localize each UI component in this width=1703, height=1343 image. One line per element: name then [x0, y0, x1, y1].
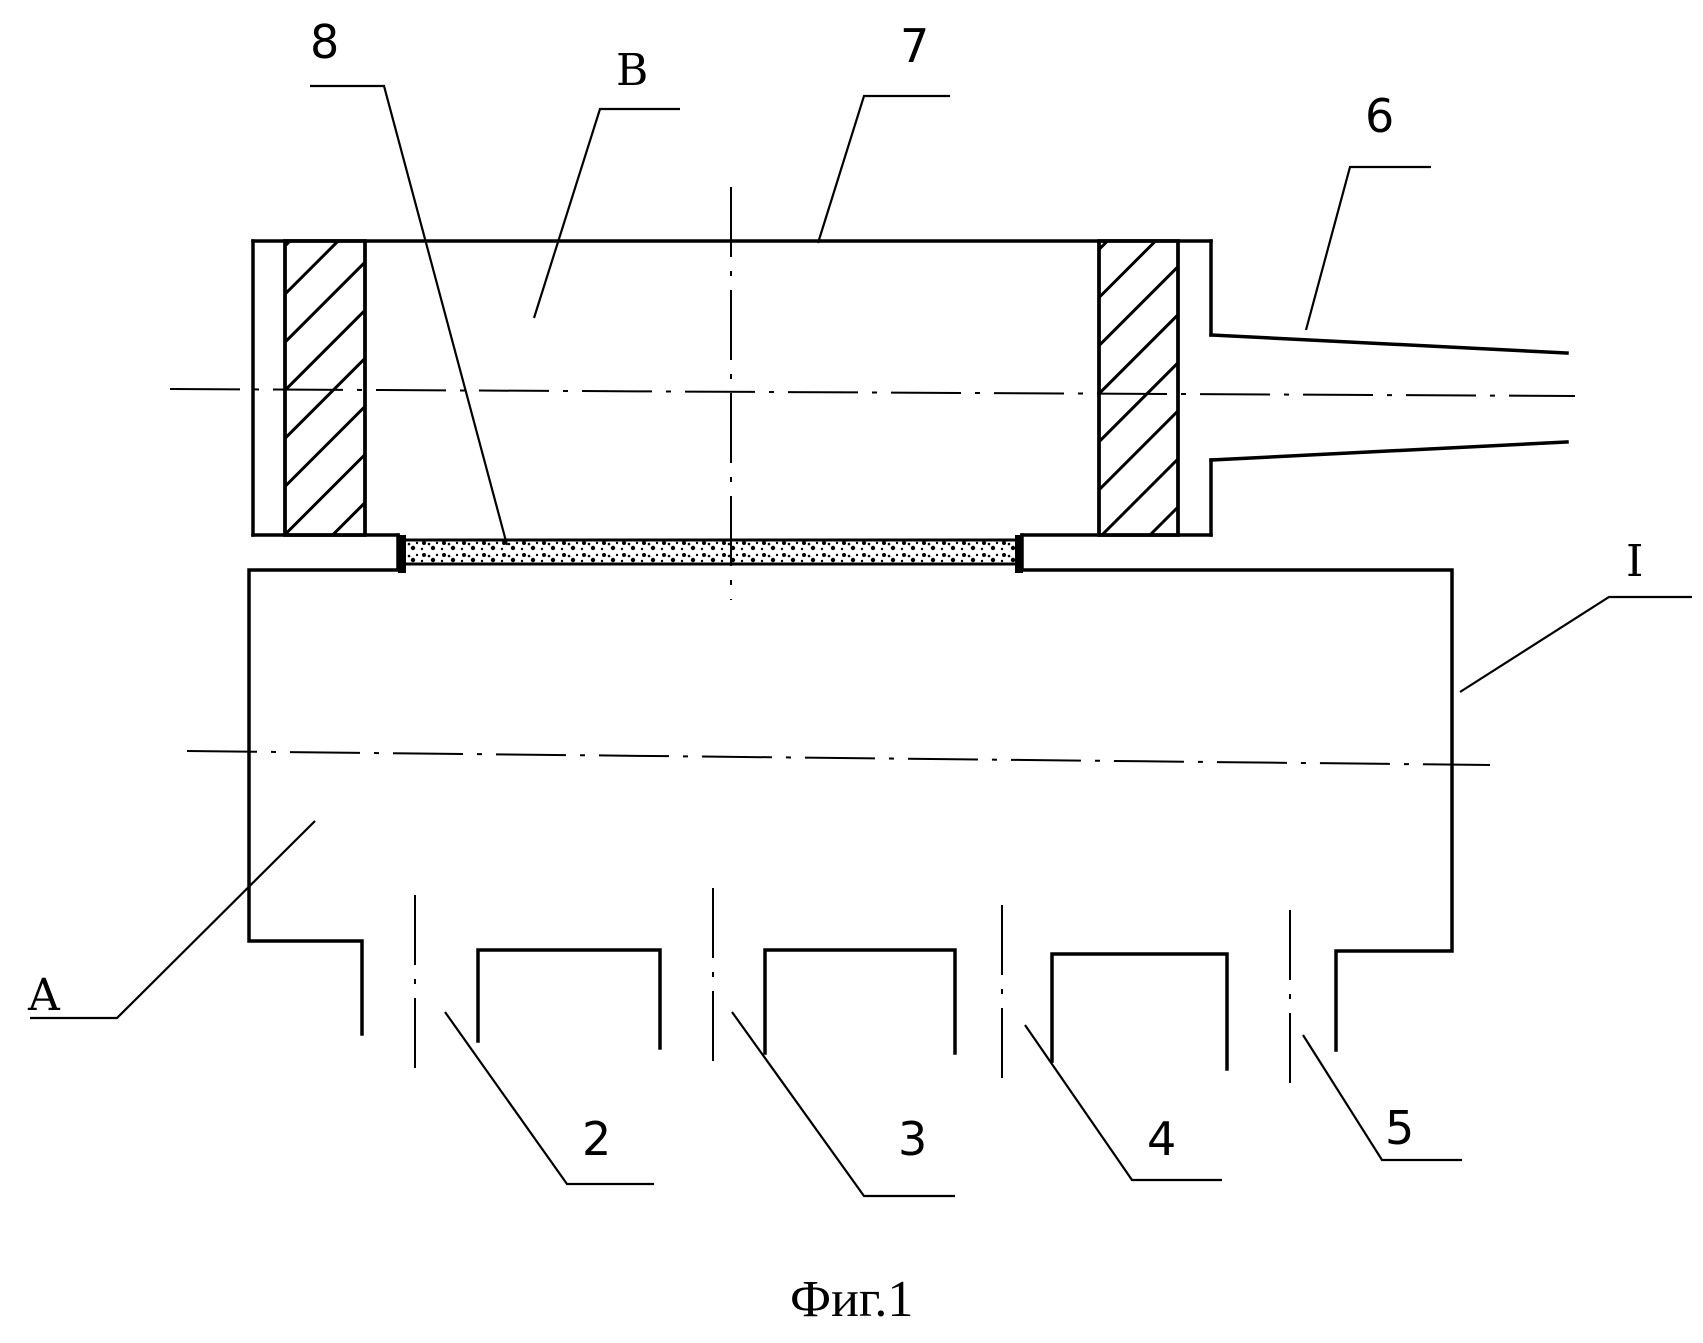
label-2: 2: [582, 1112, 611, 1166]
figure-caption: Фиг.1: [790, 1271, 913, 1328]
axis-lines: [170, 187, 1575, 1090]
lower-body: [249, 535, 1452, 1050]
outlet-nozzle: [1211, 335, 1567, 460]
label-7: 7: [900, 19, 929, 73]
label-3: 3: [898, 1112, 927, 1166]
label-b: B: [616, 45, 648, 96]
port-walls: [478, 950, 1227, 1069]
left-hatched-wall: [285, 241, 365, 535]
label-i: I: [1626, 536, 1643, 587]
leader-lines: [30, 86, 1692, 1196]
label-8: 8: [310, 15, 339, 69]
label-6: 6: [1365, 89, 1394, 143]
right-hatched-wall: [1099, 241, 1178, 535]
upper-chamber: [253, 241, 1211, 535]
label-a: A: [27, 970, 61, 1021]
label-5: 5: [1385, 1101, 1414, 1155]
porous-membrane: [398, 535, 1023, 573]
label-4: 4: [1147, 1112, 1176, 1166]
